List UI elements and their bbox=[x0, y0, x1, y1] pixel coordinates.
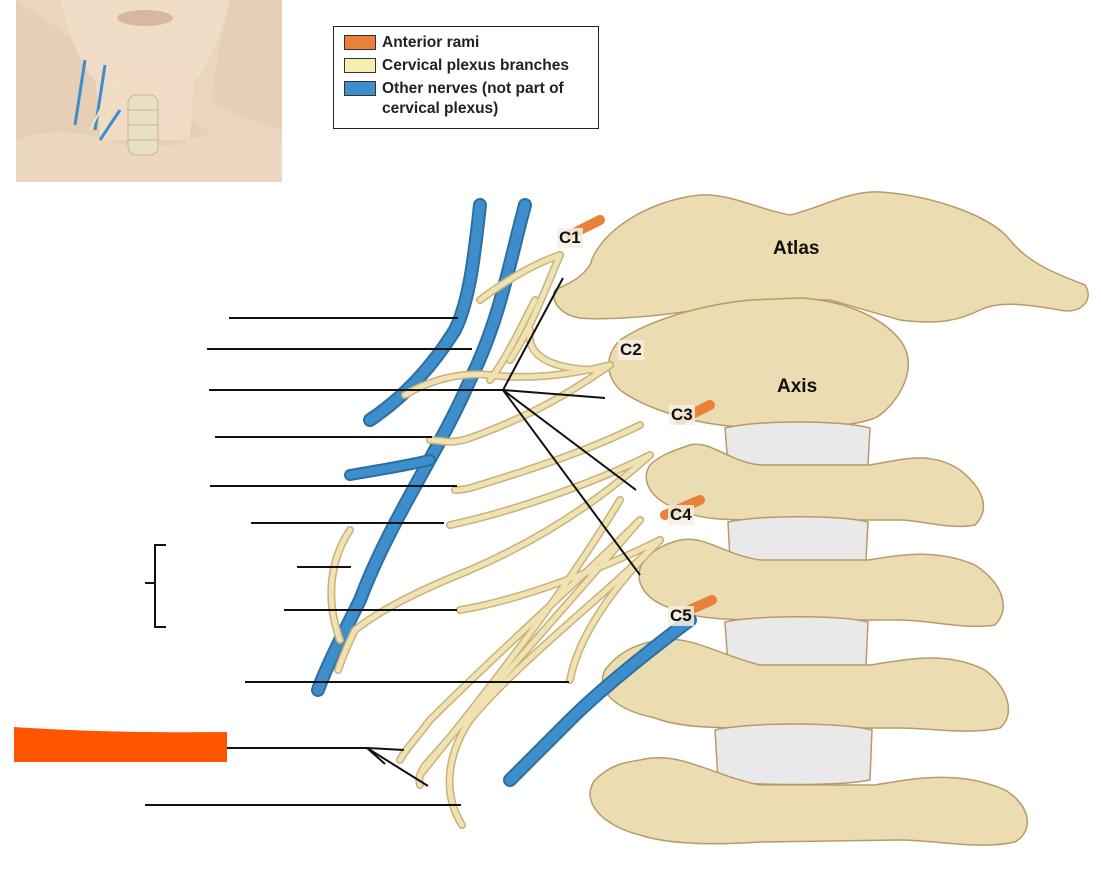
c2-label: C2 bbox=[618, 340, 644, 360]
legend-swatch-cervical-plexus bbox=[344, 58, 376, 73]
leader-line-3c bbox=[502, 389, 637, 491]
legend-swatch-other-nerves bbox=[344, 81, 376, 96]
legend-label: Anterior rami bbox=[382, 34, 480, 51]
redaction-bar bbox=[14, 727, 227, 762]
legend-item-anterior-rami: Anterior rami bbox=[344, 33, 598, 53]
legend-label: Cervical plexus branches bbox=[382, 57, 569, 74]
leader-line-10a bbox=[366, 747, 405, 751]
legend-swatch-anterior-rami bbox=[344, 35, 376, 50]
legend-item-other-nerves: Other nerves (not part of cervical plexu… bbox=[344, 79, 598, 119]
axis-label: Axis bbox=[777, 376, 818, 397]
legend-label: Other nerves (not part of cervical plexu… bbox=[382, 80, 564, 117]
leader-line-3a bbox=[502, 277, 564, 391]
leader-line-10c bbox=[366, 747, 429, 787]
c1-label: C1 bbox=[557, 228, 583, 248]
cervical-plexus-branches bbox=[327, 251, 664, 829]
leader-line-3b bbox=[502, 389, 606, 399]
neck-thumbnail bbox=[16, 0, 282, 182]
vertebral-column bbox=[553, 191, 1089, 846]
leader-line-3d bbox=[502, 389, 641, 576]
legend-item-cervical-plexus: Cervical plexus branches bbox=[344, 56, 598, 76]
leader-lines bbox=[145, 277, 641, 806]
c3-label: C3 bbox=[669, 405, 695, 425]
bracket bbox=[145, 544, 166, 628]
c4-label: C4 bbox=[668, 505, 694, 525]
c5-label: C5 bbox=[668, 606, 694, 626]
legend: Anterior rami Cervical plexus branches O… bbox=[333, 26, 599, 129]
atlas-label: Atlas bbox=[773, 238, 820, 259]
